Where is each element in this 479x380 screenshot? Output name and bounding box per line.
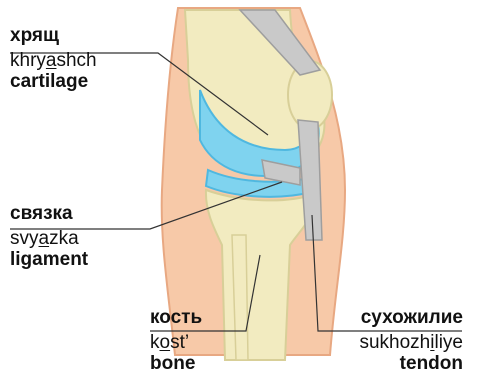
bone-transliteration: kost’: [150, 333, 202, 352]
bone-label: кость kost’ bone: [150, 308, 202, 373]
bone-russian: кость: [150, 308, 202, 327]
ligament-label: связка svyazka ligament: [10, 204, 88, 269]
tendon-russian: сухожилие: [359, 308, 463, 327]
cartilage-russian: хрящ: [10, 26, 97, 45]
tendon-english: tendon: [359, 354, 463, 373]
bone-english: bone: [150, 354, 202, 373]
tendon-transliteration: sukhozhiliye: [359, 333, 463, 352]
ligament-english: ligament: [10, 250, 88, 269]
cartilage-english: cartilage: [10, 72, 97, 91]
tendon-label: сухожилие sukhozhiliye tendon: [359, 308, 463, 373]
cartilage-transliteration: khryashch: [10, 51, 97, 70]
cartilage-label: хрящ khryashch cartilage: [10, 26, 97, 91]
ligament-russian: связка: [10, 204, 88, 223]
ligament-transliteration: svyazka: [10, 229, 88, 248]
